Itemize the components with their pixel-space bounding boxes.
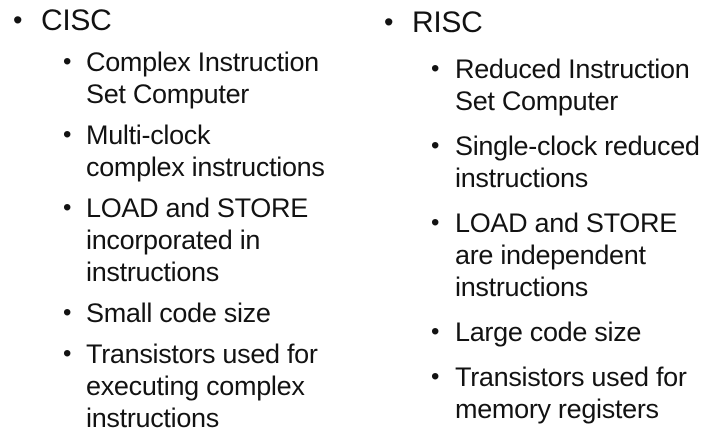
risc-title: RISC [412, 6, 483, 39]
bullet-icon: • [431, 55, 440, 82]
bullet-icon: • [431, 363, 440, 390]
list-item-text: Small code size [86, 298, 271, 328]
bullet-icon: • [431, 132, 440, 159]
list-item-text: Transistors used for executing complex i… [86, 339, 318, 433]
risc-column: • RISC • Reduced Instruction Set Compute… [381, 4, 713, 425]
list-item: • Complex Instruction Set Computer [10, 46, 380, 110]
cisc-title: CISC [41, 4, 112, 37]
list-item: • Transistors used for executing complex… [10, 338, 380, 434]
list-item-text: Single-clock reduced instructions [455, 131, 700, 193]
bullet-icon: • [431, 318, 440, 345]
list-item-text: Large code size [455, 317, 642, 347]
bullet-icon: • [13, 5, 23, 35]
list-item: • LOAD and STORE are independent instruc… [381, 207, 713, 303]
list-item-text: Multi-clock complex instructions [86, 120, 325, 182]
bullet-icon: • [384, 7, 394, 37]
list-item-text: LOAD and STORE are independent instructi… [455, 208, 677, 302]
bullet-icon: • [63, 299, 72, 326]
cisc-column: • CISC • Complex Instruction Set Compute… [10, 2, 380, 434]
list-item: • Large code size [381, 316, 713, 348]
bullet-icon: • [63, 194, 72, 221]
bullet-icon: • [63, 48, 72, 75]
bullet-icon: • [431, 209, 440, 236]
list-item: • Single-clock reduced instructions [381, 130, 713, 194]
list-item-text: Complex Instruction Set Computer [86, 47, 319, 109]
cisc-title-row: • CISC [10, 2, 380, 39]
list-item: • Transistors used for memory registers [381, 361, 713, 425]
list-item-text: Transistors used for memory registers [455, 362, 687, 424]
list-item: • Small code size [10, 297, 380, 329]
bullet-icon: • [63, 340, 72, 367]
list-item-text: Reduced Instruction Set Computer [455, 54, 690, 116]
list-item-text: LOAD and STORE incorporated in instructi… [86, 193, 308, 287]
bullet-icon: • [63, 121, 72, 148]
list-item: • LOAD and STORE incorporated in instruc… [10, 192, 380, 288]
list-item: • Multi-clock complex instructions [10, 119, 380, 183]
risc-title-row: • RISC [381, 4, 713, 41]
list-item: • Reduced Instruction Set Computer [381, 53, 713, 117]
